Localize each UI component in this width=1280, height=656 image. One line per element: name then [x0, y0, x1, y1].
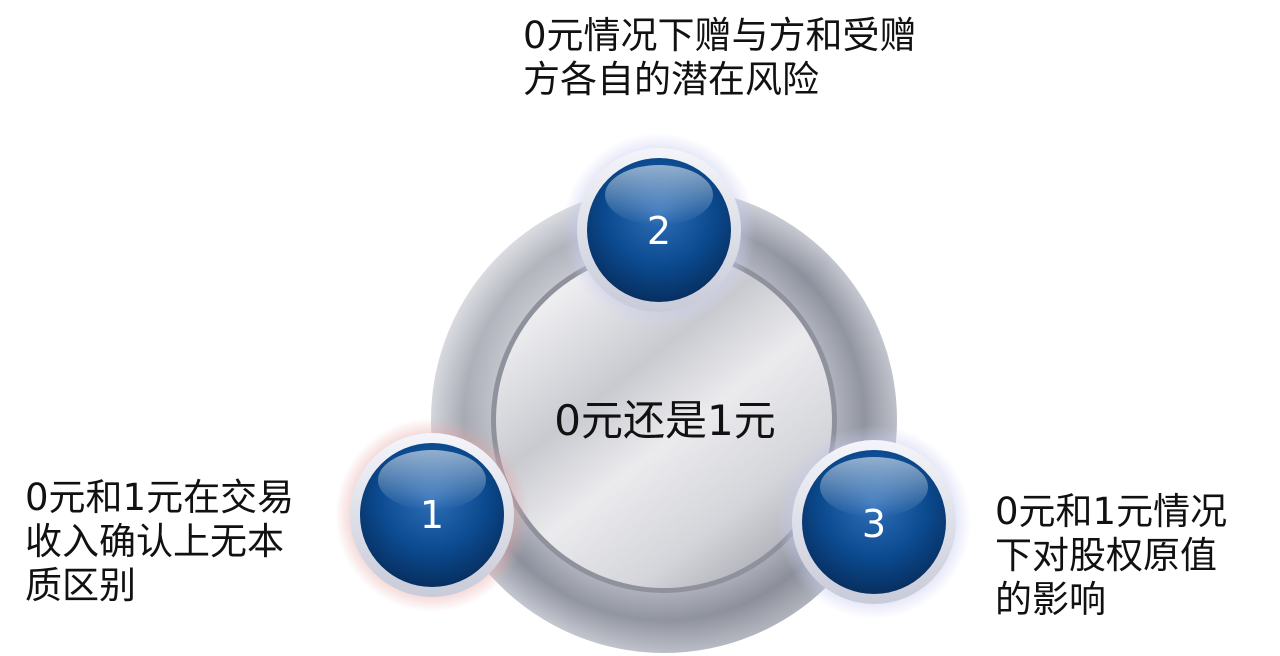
node-1-number: 1	[419, 493, 445, 537]
node-2-circle	[562, 133, 756, 327]
center-disc	[491, 247, 837, 593]
node-3-circle	[777, 425, 971, 619]
node-3-caption: 0元和1元情况 下对股权原值 的影响	[995, 490, 1228, 621]
node-2-caption: 0元情况下赠与方和受赠 方各自的潜在风险	[523, 14, 917, 101]
node-1-caption: 0元和1元在交易 收入确认上无本 质区别	[25, 476, 295, 607]
center-label: 0元还是1元	[554, 396, 776, 445]
node-1-circle	[335, 418, 529, 612]
node-3-number: 3	[861, 502, 887, 546]
node-2-number: 2	[646, 209, 672, 253]
